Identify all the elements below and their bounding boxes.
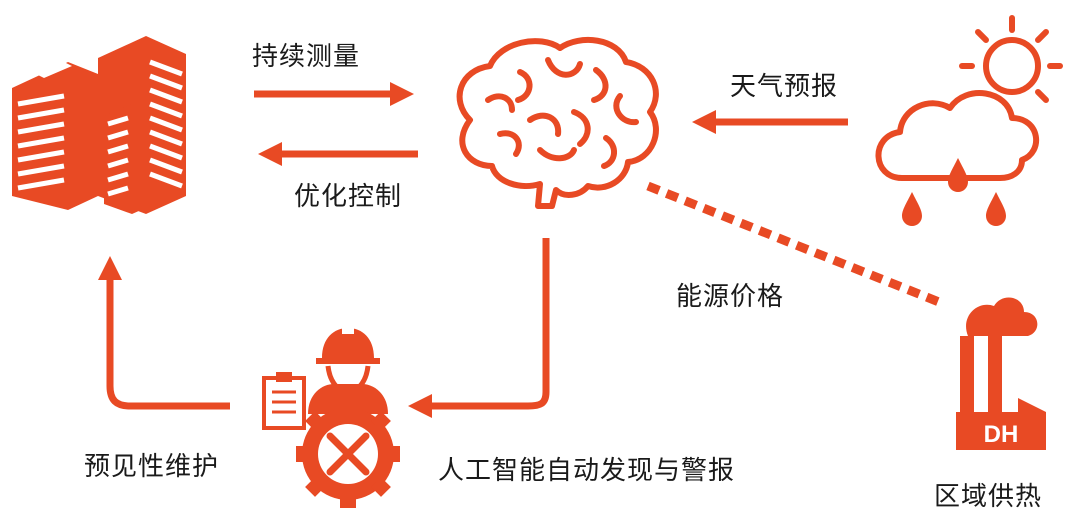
label-energy-price: 能源价格	[676, 282, 785, 312]
gear-icon	[296, 400, 400, 508]
label-weather-forecast: 天气预报	[730, 72, 839, 102]
buildings-icon	[12, 36, 186, 214]
brain-icon	[456, 36, 659, 209]
arrow-maintenance-to-buildings	[106, 278, 230, 410]
factory-icon	[956, 297, 1046, 450]
worker-icon	[262, 326, 388, 430]
label-district-heating: 区域供热	[934, 482, 1043, 512]
factory-dh-badge: DH	[984, 421, 1019, 448]
label-predictive-maintenance: 预见性维护	[84, 452, 220, 482]
arrow-ai-detection-head	[408, 394, 432, 418]
label-optimized-control: 优化控制	[294, 182, 403, 212]
arrow-maintenance-head	[98, 256, 122, 280]
arrow-weather-forecast	[692, 110, 848, 134]
arrow-ai-detection	[430, 238, 550, 410]
label-continuous-measurement: 持续测量	[252, 42, 361, 72]
arrow-measurement	[254, 82, 414, 106]
dotted-line-energy-price	[646, 181, 946, 309]
weather-icon	[875, 15, 1063, 226]
label-ai-detection-alarm: 人工智能自动发现与警报	[438, 456, 736, 486]
arrow-optimized-control	[258, 142, 418, 166]
